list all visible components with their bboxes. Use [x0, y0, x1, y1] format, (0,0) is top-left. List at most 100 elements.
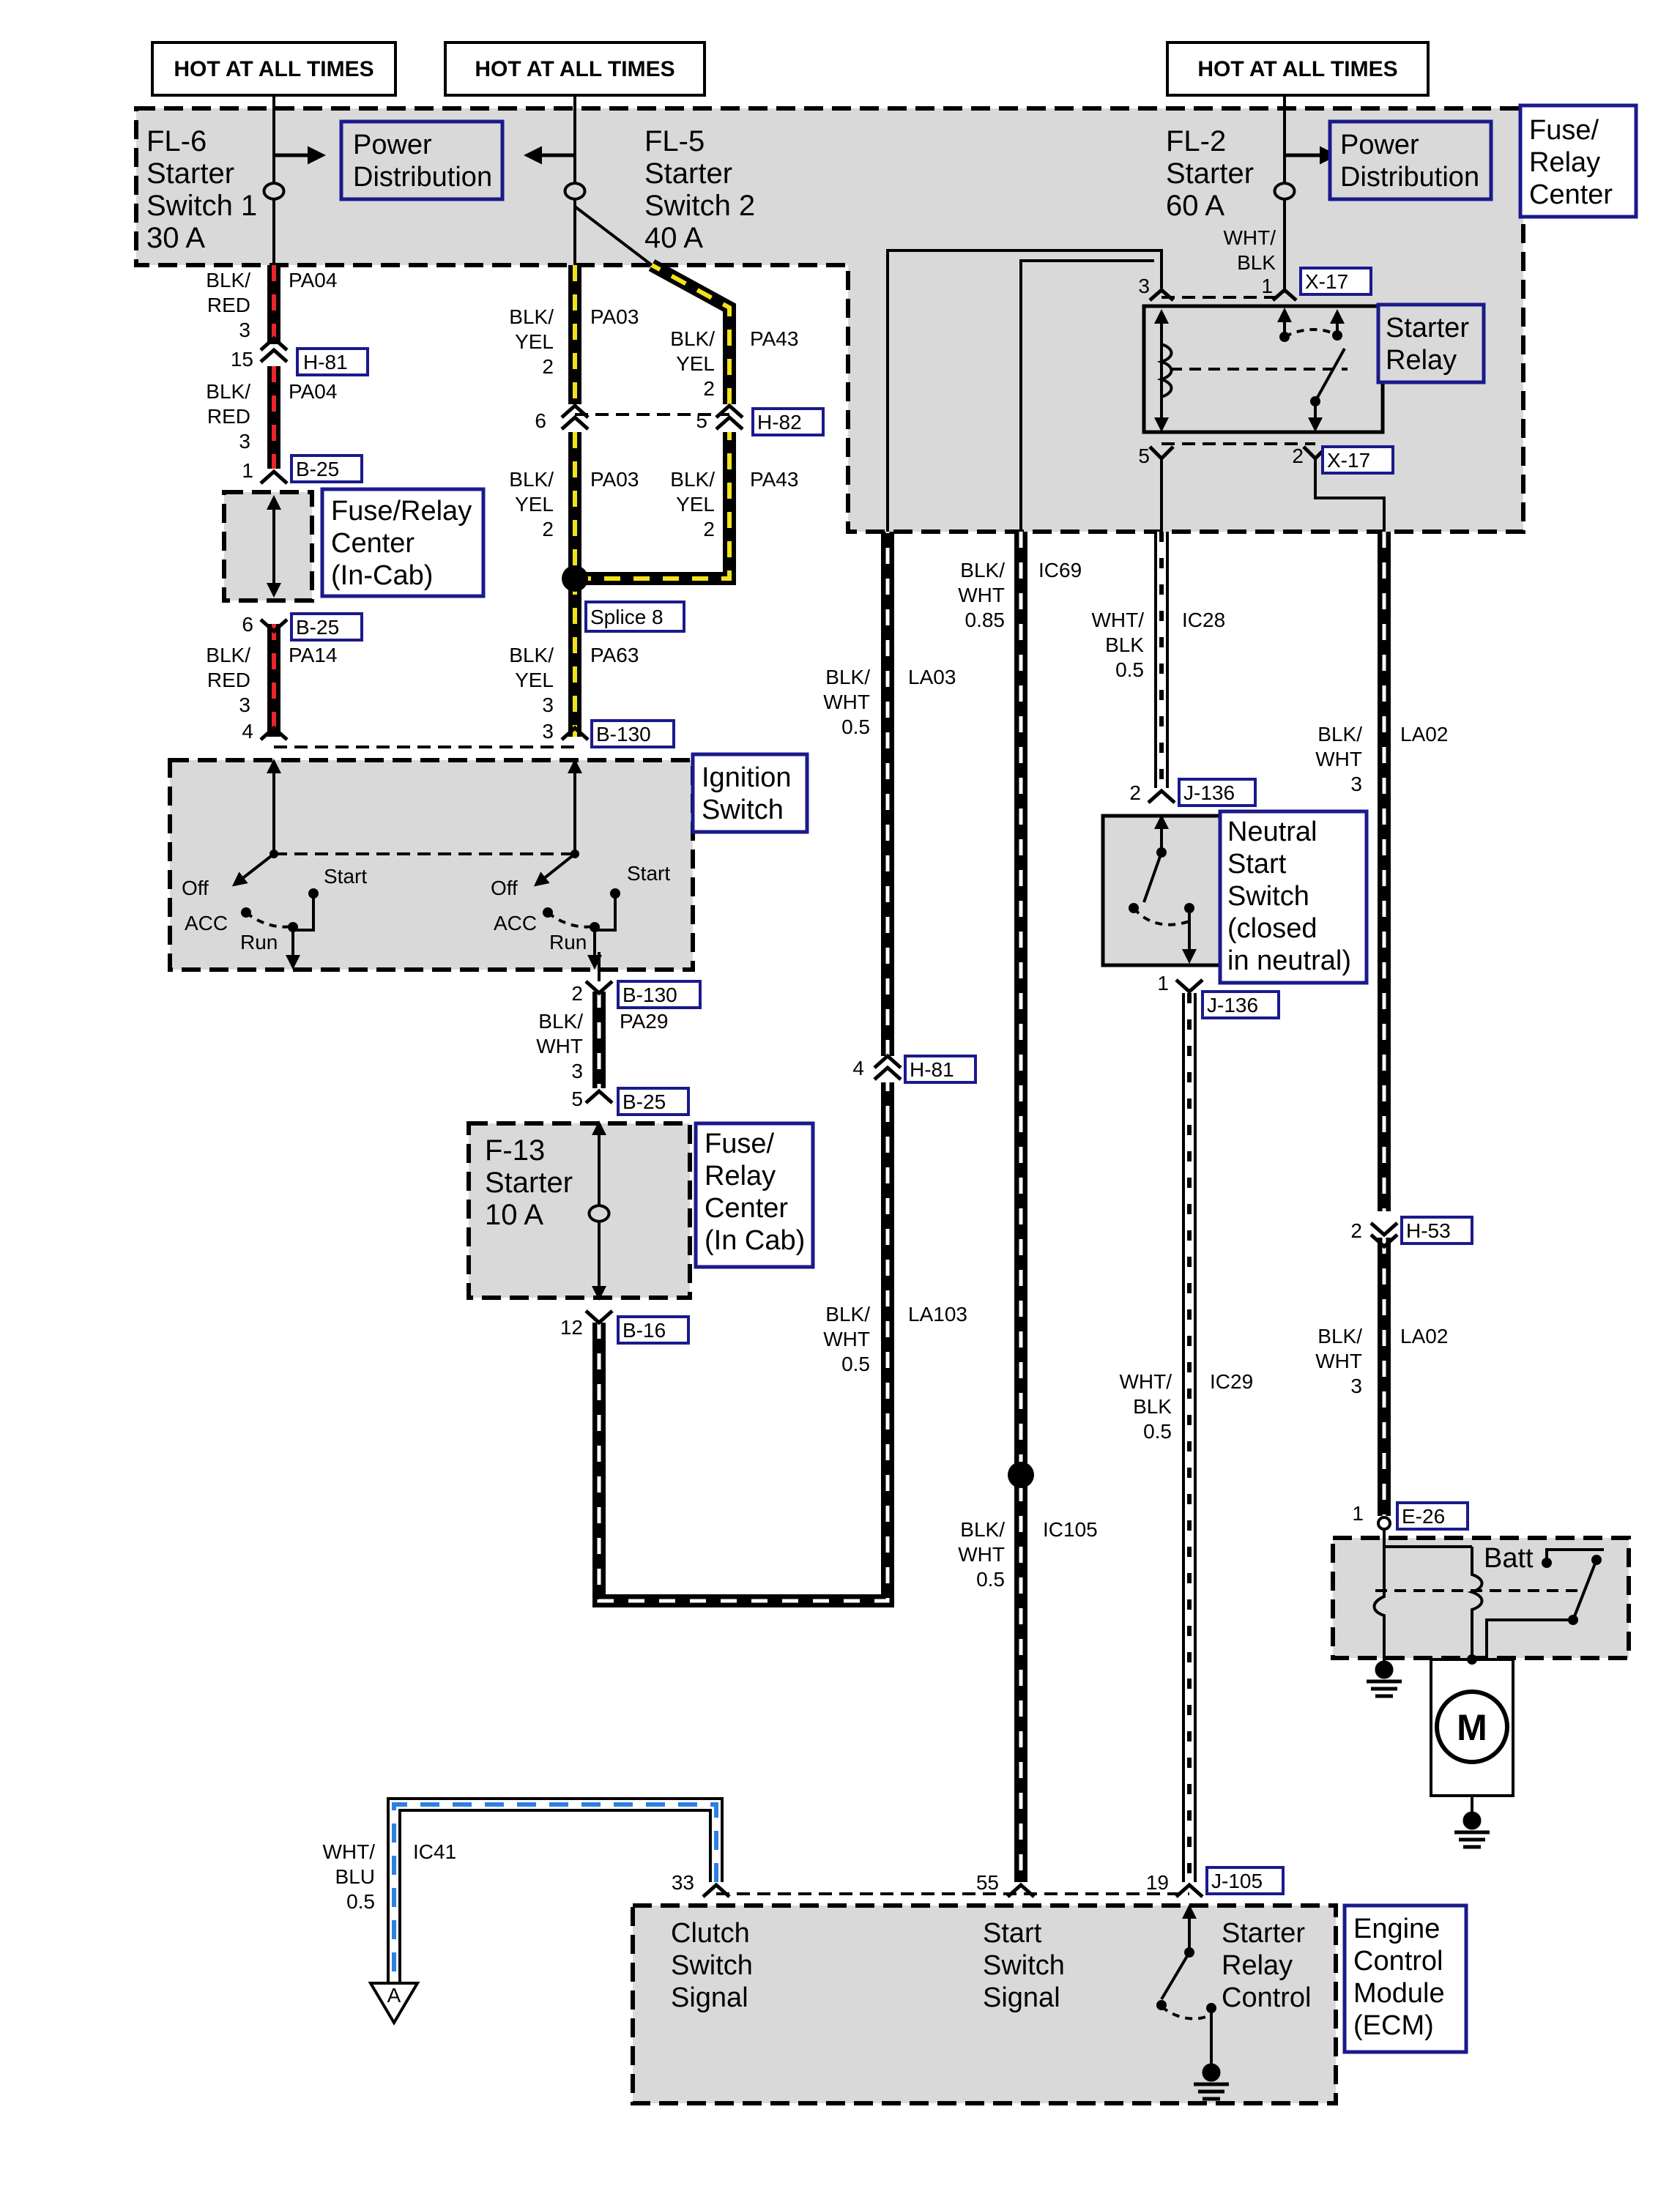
svg-text:in neutral): in neutral) — [1227, 945, 1351, 976]
svg-text:X-17: X-17 — [1305, 270, 1348, 293]
svg-text:Neutral: Neutral — [1227, 817, 1317, 847]
svg-text:Power: Power — [1340, 130, 1419, 160]
svg-text:PA03: PA03 — [590, 468, 639, 491]
connector-labels: H-81 B-25 B-25 H-82 B-130 B-130 B-25 B-1… — [290, 267, 1473, 1895]
ecm-clutch-signal-label: Clutch Switch Signal — [671, 1918, 753, 2013]
svg-text:IC41: IC41 — [413, 1840, 456, 1863]
svg-text:BLK/: BLK/ — [538, 1010, 583, 1033]
hot-at-all-times-3: HOT AT ALL TIMES — [1166, 41, 1430, 97]
svg-text:Control: Control — [1222, 1982, 1312, 2013]
svg-text:FL-2: FL-2 — [1166, 125, 1226, 157]
svg-text:WHT/: WHT/ — [1119, 1370, 1172, 1393]
svg-text:H-81: H-81 — [303, 351, 348, 373]
pin-numbers: 15 1 6 4 6 5 3 2 5 12 4 3 1 5 2 2 1 2 1 … — [231, 275, 1364, 1894]
svg-text:1: 1 — [1261, 275, 1273, 297]
svg-text:(In-Cab): (In-Cab) — [331, 560, 433, 591]
svg-text:19: 19 — [1146, 1871, 1169, 1894]
svg-text:55: 55 — [976, 1871, 999, 1894]
svg-text:YEL: YEL — [515, 330, 554, 353]
svg-text:Off: Off — [491, 877, 518, 899]
starter-relay-label: Starter Relay — [1376, 302, 1486, 384]
svg-text:YEL: YEL — [515, 669, 554, 691]
starter-relay-contacts — [1279, 330, 1342, 406]
svg-text:BLK/: BLK/ — [206, 644, 250, 666]
svg-text:0.5: 0.5 — [841, 715, 870, 738]
svg-text:Starter: Starter — [1386, 313, 1469, 343]
svg-text:BLK/: BLK/ — [960, 1518, 1005, 1541]
svg-text:Center: Center — [705, 1193, 788, 1224]
neutral-start-switch-label: Neutral Start Switch (closed in neutral) — [1218, 809, 1369, 985]
svg-text:Fuse/: Fuse/ — [705, 1129, 774, 1159]
ecm-relay-control-label: Starter Relay Control — [1222, 1918, 1312, 2013]
fuse-f13-label: F-13 Starter 10 A — [485, 1134, 573, 1231]
fuse-relay-incab-1 — [222, 490, 314, 603]
svg-text:PA04: PA04 — [289, 269, 337, 291]
svg-text:30 A: 30 A — [146, 222, 205, 254]
svg-text:RED: RED — [207, 669, 250, 691]
svg-text:WHT: WHT — [1315, 1350, 1362, 1372]
svg-text:4: 4 — [852, 1057, 864, 1079]
svg-text:2: 2 — [542, 355, 554, 378]
svg-text:0.5: 0.5 — [1143, 1420, 1172, 1443]
svg-text:0.85: 0.85 — [965, 609, 1006, 631]
svg-text:0.5: 0.5 — [1115, 658, 1144, 681]
wire-blk-wht-loop — [592, 532, 894, 1607]
svg-text:J-136: J-136 — [1183, 781, 1235, 804]
svg-text:2: 2 — [703, 518, 715, 540]
wire-blk-yel — [568, 259, 736, 737]
svg-text:Control: Control — [1353, 1946, 1443, 1977]
svg-text:PA63: PA63 — [590, 644, 639, 666]
svg-text:WHT: WHT — [823, 691, 870, 713]
svg-text:Run: Run — [240, 931, 278, 953]
splice-8-label: Splice 8 — [584, 601, 685, 633]
svg-text:2: 2 — [1350, 1219, 1362, 1242]
batt-label: Batt — [1484, 1543, 1534, 1574]
svg-text:3: 3 — [1350, 1375, 1362, 1397]
svg-text:BLK/: BLK/ — [509, 468, 554, 491]
svg-text:12: 12 — [560, 1316, 583, 1339]
ignition-switch-internals — [231, 759, 617, 981]
svg-text:1: 1 — [1157, 972, 1169, 995]
fuse-fl5-label: FL-5 Starter Switch 2 40 A — [644, 125, 755, 254]
svg-text:3: 3 — [571, 1060, 583, 1082]
svg-text:(In Cab): (In Cab) — [705, 1225, 805, 1256]
solenoid-contacts — [1467, 1555, 1602, 1665]
svg-text:BLK/: BLK/ — [206, 269, 250, 291]
svg-text:PA43: PA43 — [750, 327, 798, 350]
svg-text:60 A: 60 A — [1166, 190, 1224, 222]
svg-text:BLK/: BLK/ — [670, 327, 715, 350]
svg-text:B-25: B-25 — [622, 1090, 666, 1113]
svg-text:Splice 8: Splice 8 — [590, 606, 664, 628]
svg-text:Off: Off — [182, 877, 209, 899]
ignition-switch-contacts — [241, 850, 620, 932]
neutral-start-internals — [1132, 814, 1197, 964]
svg-text:Fuse/: Fuse/ — [1529, 115, 1599, 146]
svg-text:(closed: (closed — [1227, 913, 1317, 944]
svg-text:HOT AT ALL TIMES: HOT AT ALL TIMES — [1197, 57, 1397, 81]
offpage-connector-a: A — [368, 1982, 420, 2026]
svg-text:YEL: YEL — [515, 493, 554, 516]
svg-text:(ECM): (ECM) — [1353, 2010, 1434, 2041]
svg-text:ACC: ACC — [494, 912, 537, 934]
svg-text:2: 2 — [703, 377, 715, 400]
svg-text:BLK: BLK — [1237, 251, 1276, 274]
svg-text:2: 2 — [1129, 781, 1141, 804]
svg-text:HOT AT ALL TIMES: HOT AT ALL TIMES — [174, 57, 373, 81]
svg-text:Signal: Signal — [671, 1982, 748, 2013]
hot-at-all-times-2: HOT AT ALL TIMES — [444, 41, 706, 97]
ecm-relay-control-switch — [1160, 1904, 1213, 2064]
svg-text:Start: Start — [983, 1918, 1042, 1949]
svg-text:LA103: LA103 — [908, 1303, 967, 1326]
svg-text:Start: Start — [1227, 849, 1287, 880]
ground-icon — [1367, 1660, 1402, 1698]
svg-text:Engine: Engine — [1353, 1914, 1440, 1944]
svg-text:Clutch: Clutch — [671, 1918, 750, 1949]
svg-text:5: 5 — [1138, 445, 1150, 467]
svg-text:1: 1 — [1352, 1502, 1364, 1525]
svg-text:ACC: ACC — [185, 912, 228, 934]
svg-text:3: 3 — [239, 430, 250, 453]
svg-text:YEL: YEL — [676, 493, 715, 516]
ignition-position-labels: Off ACC Run Start Off ACC Run Start — [182, 862, 670, 953]
svg-text:PA04: PA04 — [289, 380, 337, 403]
